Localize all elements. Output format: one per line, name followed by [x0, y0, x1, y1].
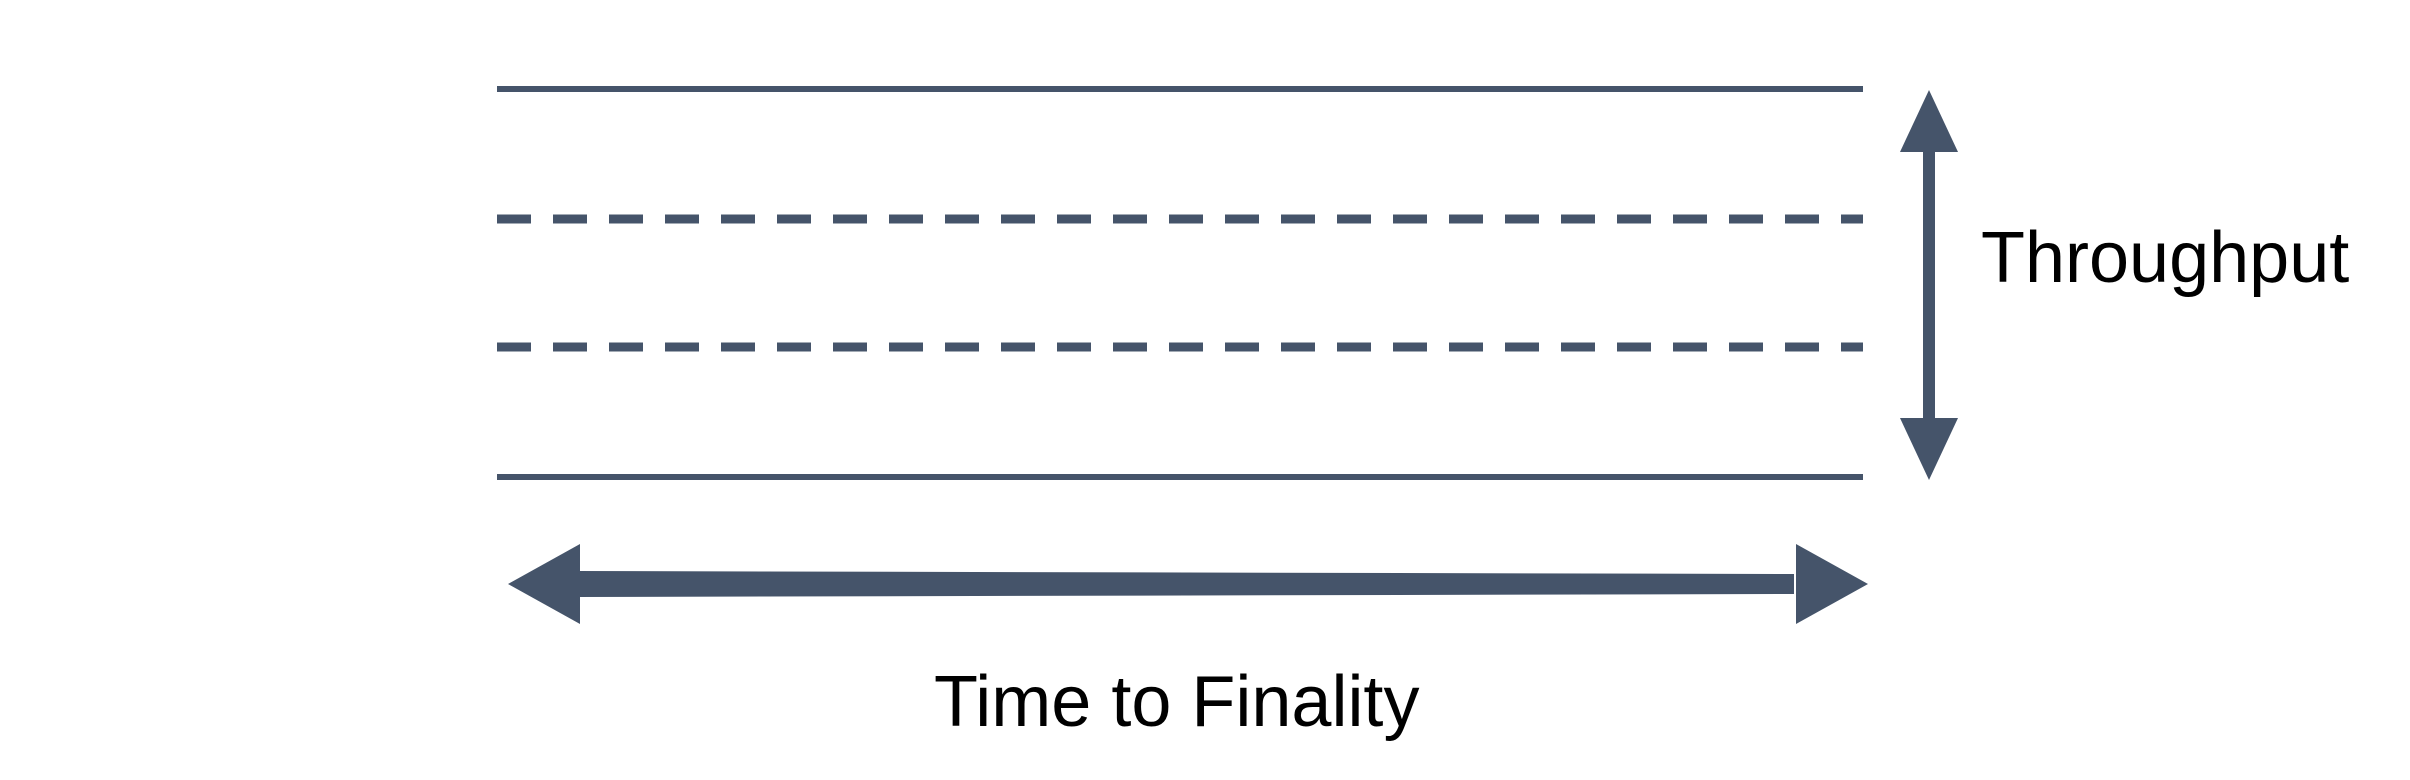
time-to-finality-axis-label: Time to Finality: [934, 662, 1420, 742]
double-headed-horizontal-arrow-icon: [508, 544, 1868, 624]
throughput-axis-label: Throughput: [1981, 218, 2350, 298]
double-headed-vertical-arrow-icon: [1900, 90, 1958, 480]
